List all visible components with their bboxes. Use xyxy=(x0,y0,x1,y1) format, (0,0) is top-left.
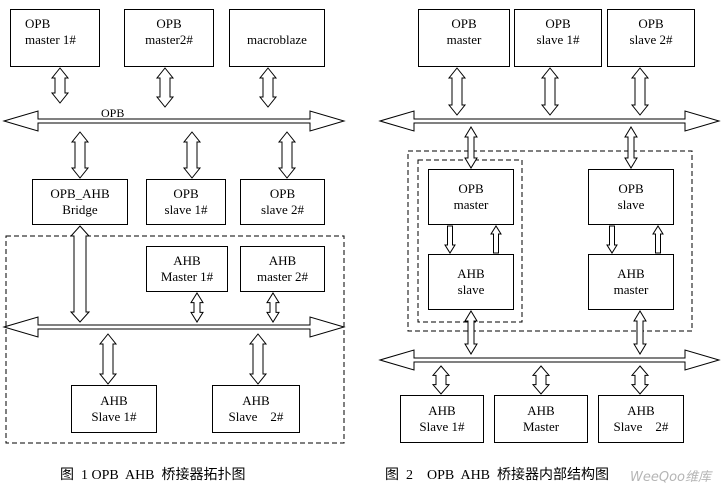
fig1-opb-slave1-line2: slave 1# xyxy=(164,202,208,217)
fig1-opb-slave2-line2: slave 2# xyxy=(261,202,304,217)
fig1-ahb-bus-arrow xyxy=(2,316,346,338)
fig2-ahb-slave1-line2: Slave 1# xyxy=(419,419,465,434)
fig1-opb-ahb-bridge-box: OPB_AHB Bridge xyxy=(32,179,128,225)
fig1-ahb-master2-to-bus-arrow xyxy=(266,292,280,323)
fig2-opb-slave1-line1: OPB xyxy=(545,16,571,31)
fig1-ahb-master1-line1: AHB xyxy=(173,253,201,268)
fig1-ahb-slave1-line2: Slave 1# xyxy=(91,409,137,424)
fig2-bridge-ahb-master-box: AHB master xyxy=(588,254,674,310)
fig1-opb-master2-box: OPB master2# xyxy=(124,9,214,67)
fig1-opb-to-slave2-arrow xyxy=(277,131,297,179)
fig1-bridge-line1: OPB_AHB xyxy=(50,186,110,201)
fig1-macroblaze-to-opb-arrow xyxy=(258,67,278,108)
fig1-macroblaze-box: macroblaze xyxy=(229,9,325,67)
fig2-ahb-master-line2: Master xyxy=(522,419,560,434)
fig2-master-to-slave-down-arrow xyxy=(444,225,456,254)
fig2-ahb-master-box: AHB Master xyxy=(494,395,588,443)
fig1-opb-master1-line2: master 1# xyxy=(25,32,76,47)
fig2-master-to-opb-arrow xyxy=(447,67,467,116)
fig2-bridge-ahb-master-line2: master xyxy=(613,282,649,297)
fig2-bridge-opb-slave-box: OPB slave xyxy=(588,169,674,225)
fig1-opb-bus-arrow xyxy=(2,110,346,132)
fig1-bridge-line2: Bridge xyxy=(62,202,98,217)
fig2-slave2-to-opb-arrow xyxy=(630,67,650,116)
fig2-ahb-slave1-box: AHB Slave 1# xyxy=(400,395,484,443)
fig1-ahb-bus-to-slave1-arrow xyxy=(98,333,118,385)
fig1-ahb-bus-to-slave2-arrow xyxy=(248,333,268,385)
fig2-opb-bus-arrow xyxy=(378,110,721,132)
fig1-macroblaze-label: macroblaze xyxy=(247,32,307,47)
fig1-ahb-slave1-line1: AHB xyxy=(100,393,128,408)
fig2-slave-to-master-down-arrow xyxy=(606,225,618,254)
fig2-ahb-master-line1: AHB xyxy=(527,403,555,418)
fig2-ahb-slave2-line2: Slave 2# xyxy=(613,419,669,434)
fig1-opb-to-slave1-arrow xyxy=(182,131,202,179)
fig2-bridge-opb-master-line2: master xyxy=(453,197,489,212)
fig1-ahb-master1-to-bus-arrow xyxy=(190,292,204,323)
fig2-slave-to-master-up-arrow xyxy=(490,225,502,254)
fig2-bridge-slave-to-ahb-arrow xyxy=(464,310,478,355)
fig2-slave1-to-opb-arrow xyxy=(540,67,560,116)
fig1-ahb-master2-box: AHB master 2# xyxy=(240,246,325,292)
fig1-master2-to-opb-arrow xyxy=(155,67,175,108)
fig1-opb-slave2-line1: OPB xyxy=(269,186,296,201)
fig2-caption: 图 2 OPB AHB 桥接器内部结构图 xyxy=(385,468,610,483)
fig2-opb-master-box: OPB master xyxy=(418,9,510,67)
fig1-opb-master1-line1: OPB xyxy=(25,16,51,31)
fig1-ahb-slave2-box: AHB Slave 2# xyxy=(212,385,300,433)
fig2-ahb-slave2-line1: AHB xyxy=(627,403,655,418)
fig2-bridge-master-to-ahb-arrow xyxy=(633,310,647,355)
fig2-ahb-to-slave2-arrow xyxy=(630,365,650,395)
fig1-master1-to-opb-arrow xyxy=(50,67,70,104)
fig1-opb-slave2-box: OPB slave 2# xyxy=(240,179,325,225)
fig1-ahb-master1-line2: Master 1# xyxy=(160,269,214,284)
fig2-opb-slave1-line2: slave 1# xyxy=(536,32,580,47)
fig2-bridge-ahb-master-line1: AHB xyxy=(617,266,645,281)
fig2-opb-master-line1: OPB xyxy=(451,16,477,31)
fig2-opb-slave2-box: OPB slave 2# xyxy=(607,9,695,67)
fig1-ahb-slave1-box: AHB Slave 1# xyxy=(71,385,157,433)
fig1-bridge-to-ahb-arrow xyxy=(69,225,91,323)
fig1-opb-to-bridge-arrow xyxy=(70,131,90,179)
fig2-master-to-slave-up-arrow xyxy=(652,225,664,254)
fig1-ahb-master1-box: AHB Master 1# xyxy=(146,246,228,292)
fig1-ahb-slave2-line1: AHB xyxy=(242,393,270,408)
fig2-opb-to-bridge-master-arrow xyxy=(464,126,478,169)
fig1-caption: 图 1 OPB AHB 桥接器拓扑图 xyxy=(60,468,246,483)
fig2-ahb-to-slave1-arrow xyxy=(431,365,451,395)
fig1-ahb-master2-line2: master 2# xyxy=(257,269,308,284)
fig2-bridge-opb-master-line1: OPB xyxy=(458,181,484,196)
fig2-ahb-slave2-box: AHB Slave 2# xyxy=(598,395,684,443)
fig2-bridge-ahb-slave-line2: slave xyxy=(457,282,485,297)
fig1-opb-slave1-box: OPB slave 1# xyxy=(146,179,226,225)
fig1-ahb-master2-line1: AHB xyxy=(268,253,297,268)
fig1-opb-master2-line2: master2# xyxy=(145,32,193,47)
fig2-opb-slave2-line2: slave 2# xyxy=(629,32,673,47)
fig1-opb-master2-line1: OPB xyxy=(156,16,182,31)
fig2-ahb-to-master-arrow xyxy=(531,365,551,395)
fig2-opb-master-line2: master xyxy=(446,32,482,47)
fig1-opb-master1-box: OPB master 1# xyxy=(10,9,100,67)
fig2-bridge-opb-master-box: OPB master xyxy=(428,169,514,225)
fig2-bridge-opb-slave-line1: OPB xyxy=(618,181,644,196)
fig2-bridge-ahb-slave-line1: AHB xyxy=(457,266,485,281)
fig2-opb-slave1-box: OPB slave 1# xyxy=(514,9,602,67)
fig1-opb-slave1-line1: OPB xyxy=(173,186,199,201)
fig2-opb-slave2-line1: OPB xyxy=(638,16,664,31)
fig1-ahb-slave2-line2: Slave 2# xyxy=(228,409,284,424)
fig1-opb-bus-label: OPB xyxy=(101,106,125,120)
fig2-opb-to-bridge-slave-arrow xyxy=(624,126,638,169)
fig2-ahb-slave1-line1: AHB xyxy=(428,403,456,418)
fig2-bridge-ahb-slave-box: AHB slave xyxy=(428,254,514,310)
fig2-ahb-bus-arrow xyxy=(378,349,721,371)
fig1-ahb-region xyxy=(5,235,345,444)
watermark-logo: WeeQoo维库 xyxy=(630,470,711,485)
fig2-bridge-opb-slave-line2: slave xyxy=(617,197,645,212)
